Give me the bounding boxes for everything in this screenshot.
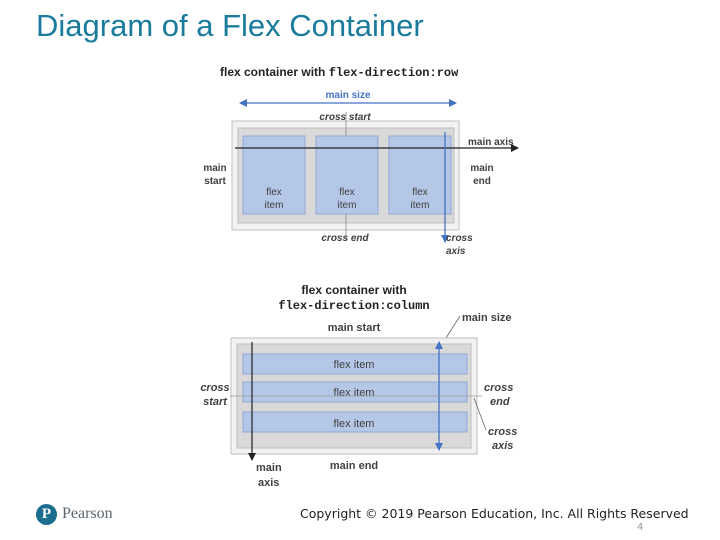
svg-text:item: item [265,200,284,211]
row-flex-diagram: flex container with flex-direction:row m… [203,65,519,257]
row-flex-item: flex item [315,135,379,215]
row-main-end-label: main [470,163,493,174]
column-main-axis-label: main [256,462,282,474]
svg-text:axis: axis [492,440,513,452]
svg-text:flex item: flex item [334,387,375,399]
svg-text:start: start [204,176,226,187]
row-cross-axis-label: cross [446,233,473,244]
svg-text:axis: axis [446,246,466,257]
column-main-end-label: main end [330,460,378,472]
column-caption-code: flex-direction:column [278,299,429,313]
column-flex-diagram: flex container with flex-direction:colum… [200,283,517,489]
flex-container-diagram: flex container with flex-direction:row m… [200,65,519,489]
svg-text:flex: flex [339,187,355,198]
page-number: 4 [637,522,644,533]
column-main-size-label: main size [462,312,512,324]
pearson-wordmark: Pearson [62,505,113,522]
row-main-axis-label: main axis [468,137,514,148]
row-cross-end-label: cross end [321,233,369,244]
svg-text:flex item: flex item [334,418,375,430]
svg-text:flex: flex [266,187,282,198]
svg-text:flex: flex [412,187,428,198]
row-caption-code: flex-direction:row [329,66,459,80]
column-main-start-label: main start [328,322,381,334]
row-flex-item: flex item [388,135,452,215]
copyright-notice: Copyright © 2019 Pearson Education, Inc.… [300,506,689,521]
svg-text:start: start [203,396,228,408]
row-cross-start-label: cross start [319,112,371,123]
row-main-start-label: main [203,163,226,174]
column-flex-item: flex item [242,381,468,403]
column-cross-axis-label: cross [488,426,517,438]
column-cross-axis-pointer [473,397,487,431]
slide-title: Diagram of a Flex Container [36,8,424,43]
row-flex-item: flex item [242,135,306,215]
row-main-size-label: main size [325,90,370,101]
svg-text:end: end [490,396,510,408]
svg-text:axis: axis [258,477,279,489]
svg-text:end: end [473,176,491,187]
column-cross-start-label: cross [200,382,229,394]
svg-text:item: item [338,200,357,211]
column-caption-line1: flex container with [301,283,406,297]
svg-text:flex item: flex item [334,359,375,371]
row-caption-text: flex container with [220,65,329,79]
column-main-size-pointer [445,315,461,339]
column-flex-item: flex item [242,353,468,375]
pearson-logo-icon: P [36,503,57,525]
svg-text:item: item [411,200,430,211]
svg-text:flex container with flex-direc: flex container with flex-direction:row [220,65,459,80]
pearson-logo: P Pearson [36,502,113,526]
column-flex-item: flex item [242,411,468,433]
column-cross-end-label: cross [484,382,513,394]
